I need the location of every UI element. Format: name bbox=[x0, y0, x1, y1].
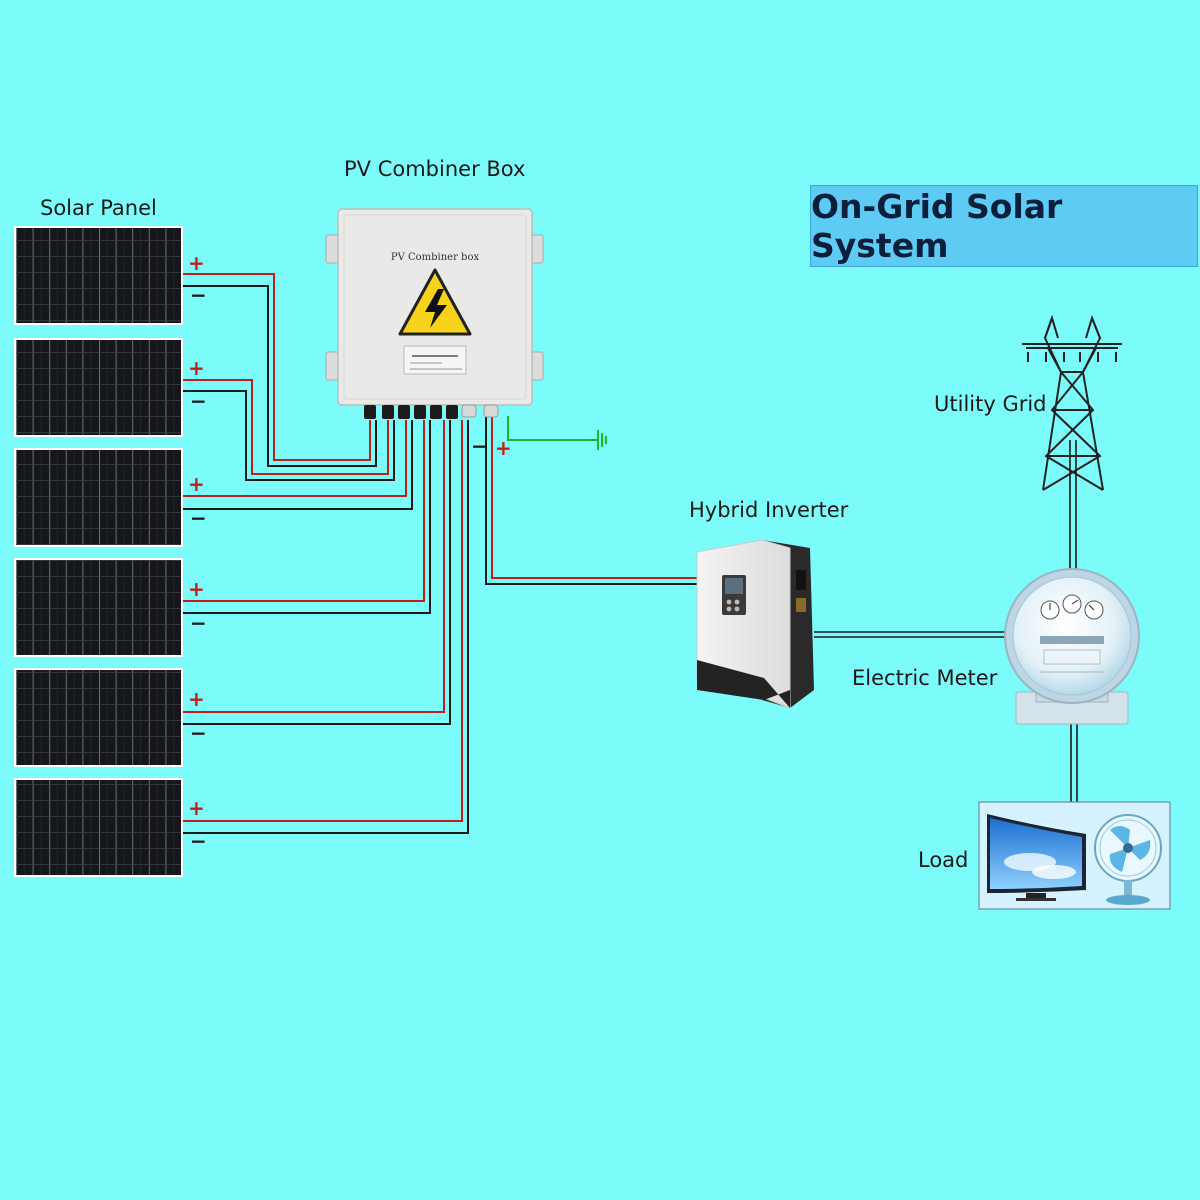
negative-sign: − bbox=[190, 506, 207, 530]
negative-wire bbox=[183, 420, 469, 834]
solar-panel-icon bbox=[14, 448, 183, 547]
positive-sign: + bbox=[188, 796, 205, 820]
negative-sign: − bbox=[190, 389, 207, 413]
positive-wire bbox=[183, 273, 371, 461]
negative-sign: − bbox=[190, 611, 207, 635]
positive-sign: + bbox=[188, 356, 205, 380]
solar-panel-icon bbox=[14, 338, 183, 437]
positive-sign: + bbox=[188, 251, 205, 275]
high-voltage-warning-icon bbox=[398, 268, 472, 336]
positive-sign: + bbox=[188, 577, 205, 601]
positive-wire bbox=[183, 379, 389, 475]
solar-panel-icon bbox=[14, 778, 183, 877]
transmission-tower-icon bbox=[1022, 314, 1122, 491]
solar-panel-array bbox=[14, 226, 183, 877]
negative-wire bbox=[183, 420, 431, 614]
ground-wire bbox=[507, 416, 598, 441]
utility-grid-label: Utility Grid bbox=[934, 392, 1047, 416]
negative-sign: − bbox=[190, 721, 207, 745]
electric-meter-icon bbox=[1004, 568, 1140, 725]
load-icon-group bbox=[978, 801, 1171, 910]
negative-wire bbox=[183, 420, 451, 725]
monitor-icon bbox=[987, 814, 1086, 901]
negative-output-wire bbox=[485, 416, 698, 585]
ground-symbol-icon bbox=[597, 430, 607, 450]
solar-panel-icon bbox=[14, 668, 183, 767]
combiner-box-label: PV Combiner Box bbox=[344, 157, 526, 181]
positive-wire bbox=[183, 420, 407, 497]
fan-icon bbox=[1094, 814, 1162, 905]
positive-sign: + bbox=[188, 472, 205, 496]
combiner-box-icon bbox=[325, 208, 544, 419]
negative-wire bbox=[183, 420, 413, 510]
negative-wire bbox=[183, 390, 395, 481]
solar-panel-label: Solar Panel bbox=[40, 196, 157, 220]
diagram-title-box: On-Grid Solar System bbox=[810, 185, 1198, 267]
combiner-output-wiring bbox=[485, 416, 698, 585]
positive-output-wire bbox=[491, 416, 698, 579]
hybrid-inverter-label: Hybrid Inverter bbox=[689, 498, 849, 522]
positive-sign: + bbox=[495, 436, 512, 460]
positive-wire bbox=[183, 420, 445, 713]
solar-panel-icon bbox=[14, 226, 183, 325]
hybrid-inverter-icon bbox=[696, 539, 814, 709]
electric-meter-label: Electric Meter bbox=[852, 666, 998, 690]
negative-sign: − bbox=[190, 283, 207, 307]
combiner-box-face-label: PV Combiner box bbox=[391, 252, 480, 263]
load-label: Load bbox=[918, 848, 969, 872]
panel-wiring bbox=[183, 273, 469, 834]
positive-sign: + bbox=[188, 687, 205, 711]
negative-wire bbox=[183, 285, 377, 467]
negative-sign: − bbox=[190, 829, 207, 853]
negative-sign: − bbox=[471, 434, 488, 458]
solar-panel-icon bbox=[14, 558, 183, 657]
diagram-title: On-Grid Solar System bbox=[811, 187, 1063, 265]
positive-wire bbox=[183, 420, 463, 822]
ac-wiring bbox=[814, 440, 1078, 802]
positive-wire bbox=[183, 420, 425, 602]
